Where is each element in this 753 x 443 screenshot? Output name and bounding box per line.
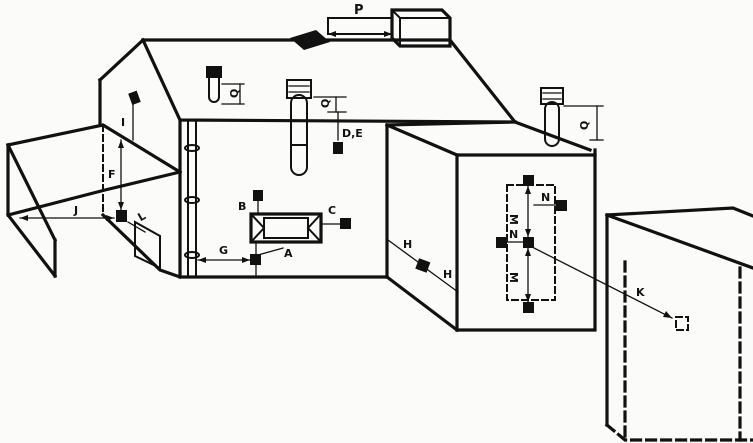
outbuilding	[604, 206, 753, 442]
window-inner	[263, 217, 309, 239]
sensor-array: M M N N K	[496, 175, 689, 331]
vent-cap-3	[540, 87, 564, 105]
k-dim	[533, 247, 673, 319]
label-c: C	[328, 204, 336, 217]
label-b: B	[238, 200, 246, 213]
window-unit: B C A G	[197, 190, 351, 278]
downspout-strap-3	[184, 251, 200, 259]
label-h2: H	[443, 268, 452, 281]
label-m2: M	[507, 272, 520, 283]
sensor-h-block	[415, 258, 431, 273]
sensor-de-block	[333, 142, 343, 154]
k-target-dashed	[675, 316, 689, 331]
carport-side	[5, 142, 58, 243]
label-de: D,E	[342, 127, 363, 140]
roof-condenser-edges	[390, 8, 451, 47]
vent-stack-3	[544, 101, 560, 147]
g-arrow-left	[198, 257, 206, 263]
m-arrow-4	[525, 294, 531, 302]
right-wing	[384, 120, 597, 333]
wing-right-edge	[455, 148, 597, 332]
downspout-strap-1	[184, 144, 200, 152]
label-q3: Q	[578, 121, 591, 130]
label-g: G	[219, 244, 228, 257]
label-q1: Q	[228, 89, 241, 98]
outbuilding-roof-slope	[604, 212, 753, 270]
m-arrow-3	[525, 248, 531, 256]
vent-cap-2	[286, 79, 312, 99]
gable-sensor-block	[128, 90, 141, 106]
sensor-f-block	[116, 210, 127, 222]
f-arrow-bottom	[118, 202, 124, 210]
roof-condenser	[390, 8, 452, 48]
g-arrow-right	[242, 257, 250, 263]
roof-equipment: P Q Q Q	[206, 3, 604, 176]
l-dim	[127, 221, 146, 233]
h-dim-left	[387, 239, 419, 263]
array-sensor-bottom	[523, 302, 534, 313]
label-k: K	[636, 286, 645, 299]
wing-top-back	[385, 120, 517, 127]
label-n2: N	[541, 191, 550, 204]
f-arrow-top	[118, 140, 124, 148]
gable-sensor: I	[121, 90, 141, 141]
wing-bottom-left	[384, 274, 460, 333]
label-n1: N	[509, 228, 518, 241]
outbuilding-roof-top	[605, 206, 753, 218]
vent-cap-1	[206, 66, 222, 78]
p-arrow-left	[328, 31, 336, 37]
array-sensor-left	[496, 237, 507, 248]
label-q2: Q	[319, 99, 332, 108]
array-sensor-center	[523, 237, 534, 248]
carport	[5, 123, 183, 280]
label-i: I	[121, 116, 125, 129]
carport-base	[100, 212, 183, 280]
downspout-strap-2	[184, 196, 200, 204]
j-arrow-left	[20, 215, 28, 221]
array-dashed-outline	[506, 184, 556, 301]
p-arrow-right	[384, 31, 392, 37]
label-h1: H	[403, 238, 412, 251]
label-f: F	[108, 168, 116, 181]
m-arrow-2	[525, 229, 531, 237]
window-louvers	[249, 212, 323, 244]
array-sensor-top	[523, 175, 534, 186]
carport-roof-top	[6, 123, 183, 175]
vent-stack-2	[290, 94, 308, 176]
label-l: L	[136, 209, 149, 224]
main-roof-left-slope	[97, 37, 146, 83]
sensor-a-block	[250, 254, 261, 265]
window-frame	[249, 212, 323, 244]
side-door	[134, 220, 161, 270]
sensor-b-block	[253, 190, 263, 201]
a-leader	[257, 247, 284, 256]
k-arrow	[663, 311, 672, 318]
label-m1: M	[507, 214, 520, 225]
label-a: A	[284, 247, 293, 260]
j-arrow-right	[106, 215, 114, 221]
gable-edge	[141, 38, 182, 122]
label-p: P	[354, 3, 364, 18]
carport-roof-front	[6, 170, 182, 217]
roof-chimney-block	[290, 30, 330, 50]
label-j: J	[73, 204, 78, 217]
array-sensor-right	[556, 200, 567, 211]
main-roof-ridge	[141, 38, 593, 153]
outbuilding-base-dashed	[604, 422, 753, 442]
sensor-h: H H	[387, 238, 459, 293]
sensor-c-block	[340, 218, 351, 229]
h-dim-right	[427, 269, 459, 293]
sensor-de: D,E	[333, 111, 363, 154]
carport-dims: F J L	[19, 139, 149, 233]
m-arrow-1	[525, 186, 531, 194]
